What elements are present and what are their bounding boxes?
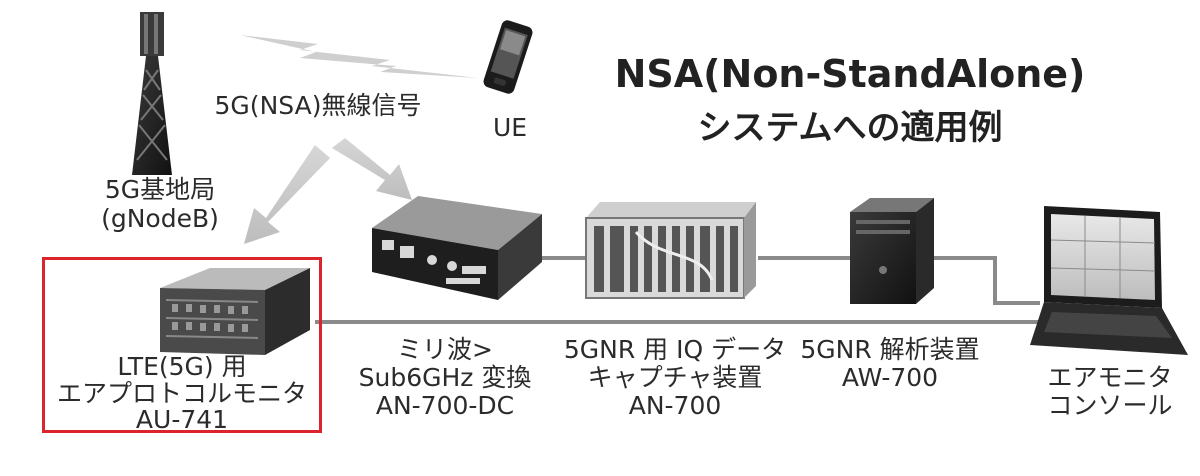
au741-label-line3: AU-741 bbox=[135, 405, 229, 434]
au741-highlight-box bbox=[42, 257, 322, 433]
arrow-to-au741-icon bbox=[244, 145, 330, 244]
cell-tower-icon bbox=[132, 12, 172, 175]
diagram-title-line2: システムへの適用例 bbox=[697, 108, 1003, 148]
an700dc-device-icon bbox=[372, 196, 542, 300]
an700dc-label-line3: AN-700-DC bbox=[375, 391, 515, 420]
diagram-title-line1: NSA(Non-StandAlone) bbox=[614, 52, 1086, 96]
au741-label-line2: エアプロトコルモニタ bbox=[56, 379, 307, 408]
signal-label: 5G(NSA)無線信号 bbox=[214, 91, 422, 120]
connector-lines bbox=[315, 256, 1050, 324]
signal-arrows bbox=[244, 138, 412, 244]
gnodeb-label-line1: 5G基地局 bbox=[104, 175, 216, 204]
console-laptop-icon bbox=[1030, 206, 1188, 355]
au741-label-line1: LTE(5G) 用 bbox=[117, 352, 247, 381]
ue-phone-icon bbox=[483, 20, 533, 94]
wireless-signal-icon bbox=[240, 35, 478, 78]
connector-aw700-to-console bbox=[930, 256, 1040, 305]
aw700-label-line2: AW-700 bbox=[841, 363, 939, 392]
ue-label: UE bbox=[492, 113, 528, 142]
arrow-to-an700dc-icon bbox=[332, 138, 412, 200]
console-label-line1: エアモニタ bbox=[1047, 363, 1173, 392]
an700-label-line3: AN-700 bbox=[628, 391, 722, 420]
an700-label-line2: キャプチャ装置 bbox=[587, 363, 763, 392]
an700dc-label-line1: ミリ波> bbox=[397, 335, 493, 364]
an700dc-label-line2: Sub6GHz 変換 bbox=[358, 363, 532, 392]
an700-device-icon bbox=[585, 202, 756, 299]
console-label-line2: コンソール bbox=[1047, 391, 1173, 420]
an700-label-line1: 5GNR 用 IQ データ bbox=[563, 335, 787, 364]
aw700-device-icon bbox=[850, 198, 934, 304]
au741-device-icon bbox=[160, 268, 310, 355]
gnodeb-label-line2: (gNodeB) bbox=[101, 204, 219, 233]
aw700-label-line1: 5GNR 解析装置 bbox=[800, 335, 980, 364]
